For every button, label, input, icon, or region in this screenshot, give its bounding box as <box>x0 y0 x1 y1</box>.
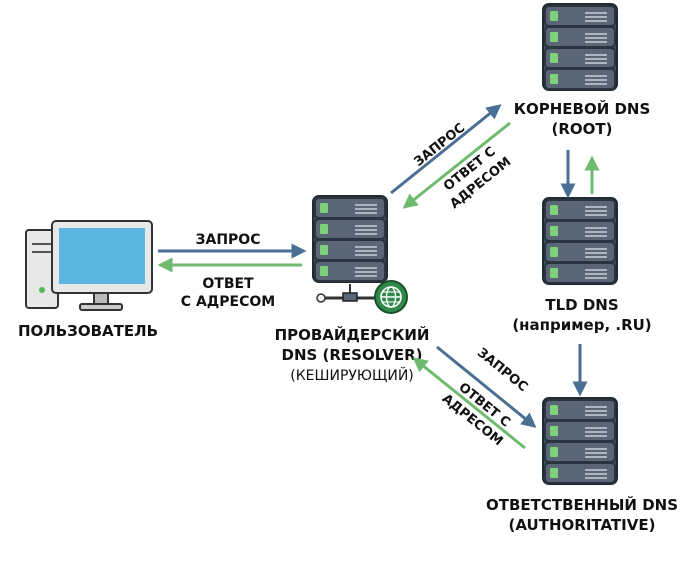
resolver-label-line1: ПРОВАЙДЕРСКИЙ <box>275 325 430 344</box>
root-label-line1: КОРНЕВОЙ DNS <box>514 99 651 118</box>
resolver-label-line3: (КЕШИРУЮЩИЙ) <box>290 366 414 384</box>
authoritative-label-line1: ОТВЕТСТВЕННЫЙ DNS <box>486 495 678 514</box>
user-resolver-response-label-line2: С АДРЕСОМ <box>181 294 275 310</box>
resolver-label-line2: DNS (RESOLVER) <box>282 346 423 364</box>
root-server-icon <box>543 4 617 90</box>
tld-label-line1: TLD DNS <box>545 296 618 314</box>
authoritative-to-resolver-response-arrow <box>412 357 526 450</box>
resolver-server-icon <box>313 196 387 303</box>
user-resolver-response-label-line1: ОТВЕТ <box>202 276 254 292</box>
tld-server-icon <box>543 198 617 284</box>
tld-label-line2: (например, .RU) <box>512 316 651 334</box>
desktop-computer-icon <box>25 220 153 311</box>
root-to-resolver-response-arrow <box>402 121 511 209</box>
resolver-to-root-request-arrow <box>390 104 502 195</box>
user-label: ПОЛЬЗОВАТЕЛЬ <box>18 322 158 340</box>
user-resolver-request-label: ЗАПРОС <box>196 232 261 248</box>
globe-icon <box>374 280 408 314</box>
root-label-line2: (ROOT) <box>552 120 613 138</box>
resolver-to-authoritative-request-arrow <box>436 345 537 428</box>
authoritative-label-line2: (AUTHORITATIVE) <box>509 516 656 534</box>
resolver-authoritative-request-label: ЗАПРОС <box>474 345 530 395</box>
authoritative-server-icon <box>543 398 617 484</box>
